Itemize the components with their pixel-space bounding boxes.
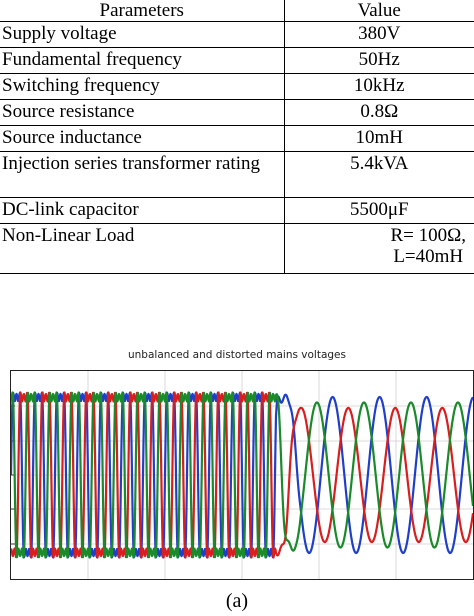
waveform-phase-c xyxy=(11,391,473,559)
table-row: Fundamental frequency 50Hz xyxy=(0,47,474,74)
table-row: Injection series transformer rating 5.4k… xyxy=(0,151,474,198)
param-name: Non-Linear Load xyxy=(0,223,285,274)
param-name: DC-link capacitor xyxy=(0,197,285,224)
param-value: 50Hz xyxy=(284,47,474,74)
param-name: Source inductance xyxy=(0,125,285,152)
param-value-multiline: R= 100Ω, L=40mH xyxy=(284,223,474,274)
param-name: Injection series transformer rating xyxy=(0,151,285,198)
parameters-table: Parameters Value Supply voltage 380V Fun… xyxy=(0,0,474,274)
param-value: 5.4kVA xyxy=(284,151,474,198)
table-row: DC-link capacitor 5500μF xyxy=(0,197,474,224)
table-row: Switching frequency 10kHz xyxy=(0,73,474,100)
param-value: 0.8Ω xyxy=(284,99,474,126)
figure-caption: (a) xyxy=(225,590,249,612)
param-value: 380V xyxy=(284,21,474,48)
waveform-plot xyxy=(10,370,474,580)
header-parameters: Parameters xyxy=(0,0,285,22)
param-value: 10mH xyxy=(284,125,474,152)
header-value: Value xyxy=(284,0,474,22)
param-value-line: L=40mH xyxy=(393,246,464,267)
param-name: Switching frequency xyxy=(0,73,285,100)
waveform-figure: unbalanced and distorted mains voltages … xyxy=(0,344,474,616)
table-row: Supply voltage 380V xyxy=(0,21,474,48)
table-row: Source inductance 10mH xyxy=(0,125,474,152)
param-value: 10kHz xyxy=(284,73,474,100)
param-name: Supply voltage xyxy=(0,21,285,48)
waveform-svg xyxy=(11,371,473,579)
param-name: Source resistance xyxy=(0,99,285,126)
waveform-phase-b xyxy=(11,391,473,559)
param-name: Fundamental frequency xyxy=(0,47,285,74)
waveform-phase-a xyxy=(11,391,473,559)
param-value: 5500μF xyxy=(284,197,474,224)
plot-title: unbalanced and distorted mains voltages xyxy=(128,349,346,361)
table-row: Non-Linear Load R= 100Ω, L=40mH xyxy=(0,223,474,274)
table-header-row: Parameters Value xyxy=(0,0,474,22)
table-row: Source resistance 0.8Ω xyxy=(0,99,474,126)
param-value-line: R= 100Ω, xyxy=(390,225,466,246)
